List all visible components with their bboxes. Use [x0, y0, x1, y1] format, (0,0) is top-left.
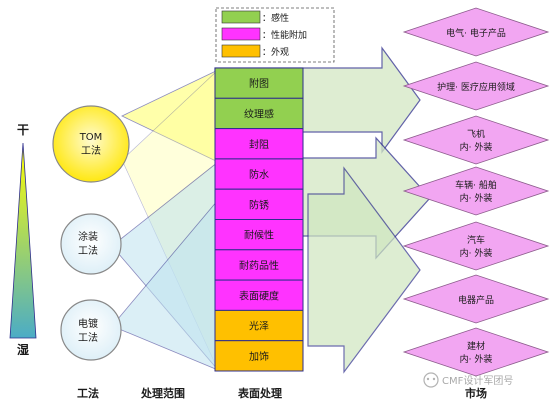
dry-wet-scale: 干 湿 [9, 123, 37, 357]
market-diamond [402, 166, 550, 216]
market-diamond [402, 327, 550, 377]
treatment-item: 防锈 [214, 188, 304, 220]
treatment-item: 表面硬度 [214, 279, 304, 311]
market-item: 电器产品 [402, 274, 550, 324]
scale-top-label: 干 [17, 123, 29, 137]
watermark: CMF设计军团号 [423, 372, 513, 388]
method-coating-line1: 涂装 [78, 230, 98, 243]
market-label: 内· 外装 [460, 192, 493, 204]
market-item: 电气· 电子产品 [402, 7, 550, 57]
bottom-label-range: 处理范围 [140, 386, 185, 400]
bottom-label-market: 市场 [465, 386, 487, 400]
market-item: 飞机内· 外装 [402, 115, 550, 165]
treatment-label: 纹理感 [244, 107, 274, 120]
legend-label-appearance: ：外观 [262, 46, 289, 58]
legend-swatch-appearance [221, 44, 261, 58]
market-label: 内· 外装 [460, 247, 493, 259]
treatment-item: 加饰 [214, 340, 304, 372]
treatment-label: 附图 [249, 77, 269, 90]
treatment-cell [214, 340, 304, 372]
treatment-label: 光泽 [249, 320, 269, 333]
market-item: 车辆· 船舶内· 外装 [402, 166, 550, 216]
market-label: 车辆· 船舶 [455, 179, 497, 191]
bottom-label-method: 工法 [77, 386, 99, 400]
market-diamond [402, 61, 550, 111]
method-circles: TOM 工法 涂装 工法 电镀 工法 [52, 105, 130, 361]
market-label: 建材 [467, 340, 485, 352]
treatment-cell [214, 188, 304, 220]
treatment-cell [214, 158, 304, 190]
treatment-item: 耐候性 [214, 219, 304, 251]
market-diamond [402, 221, 550, 271]
treatment-label: 耐候性 [244, 229, 274, 242]
market-label: 飞机 [467, 128, 485, 140]
market-label: 内· 外装 [460, 141, 493, 153]
legend-swatch-sensory [221, 10, 261, 24]
market-label: 电器产品 [458, 294, 494, 306]
treatment-label: 防锈 [249, 198, 269, 211]
market-item: 护理· 医疗应用领域 [402, 61, 550, 111]
treatment-item: 纹理感 [214, 97, 304, 130]
treatment-label: 加饰 [249, 350, 269, 363]
treatment-cell [214, 279, 304, 311]
scale-bottom-label: 湿 [17, 342, 29, 357]
treatment-item: 附图 [214, 67, 304, 99]
treatment-item: 耐药品性 [214, 249, 304, 281]
treatment-label: 封阻 [249, 138, 269, 151]
bottom-labels: 工法 处理范围 表面处理 市场 [77, 386, 487, 400]
method-tom-line1: TOM [79, 132, 103, 143]
method-plating-line2: 工法 [78, 331, 98, 344]
treatment-item: 封阻 [214, 128, 304, 160]
treatment-cell [214, 97, 304, 130]
legend-swatch-performance [221, 27, 261, 41]
market-label: 护理· 医疗应用领域 [437, 81, 515, 93]
treatment-cell [214, 249, 304, 281]
market-item: 建材内· 外装 [402, 327, 550, 377]
market-diamond [402, 274, 550, 324]
treatment-item: 防水 [214, 158, 304, 190]
treatment-item: 光泽 [214, 309, 304, 342]
method-plating: 电镀 工法 [60, 299, 122, 361]
market-arrow-bottom [307, 166, 421, 374]
treatment-label: 耐药品性 [239, 259, 279, 272]
method-coating-line2: 工法 [78, 244, 98, 257]
scale-triangle [9, 142, 37, 339]
market-item: 汽车内· 外装 [402, 221, 550, 271]
treatment-label: 防水 [249, 168, 269, 181]
market-label: 内· 外装 [460, 353, 493, 365]
market-diamond [402, 115, 550, 165]
legend-label-performance: ：性能附加 [262, 29, 307, 41]
method-tom-line2: 工法 [81, 144, 101, 157]
treatment-label: 表面硬度 [239, 289, 279, 302]
watermark-text: CMF设计军团号 [442, 374, 513, 387]
treatment-cell [214, 309, 304, 342]
treatment-cell [214, 128, 304, 160]
treatment-cell [214, 67, 304, 99]
watermark-logo-icon [423, 372, 439, 388]
market-label: 电气· 电子产品 [446, 27, 506, 39]
market-label: 汽车 [467, 234, 485, 246]
bottom-label-surface: 表面处理 [237, 386, 282, 400]
legend: ：感性 ：性能附加 ：外观 [215, 7, 335, 63]
market-diamond [402, 7, 550, 57]
process-range-fans [111, 69, 219, 372]
method-coating: 涂装 工法 [60, 213, 122, 275]
legend-label-sensory: ：感性 [262, 12, 289, 24]
method-plating-line1: 电镀 [78, 317, 98, 330]
method-tom: TOM 工法 [52, 105, 130, 183]
